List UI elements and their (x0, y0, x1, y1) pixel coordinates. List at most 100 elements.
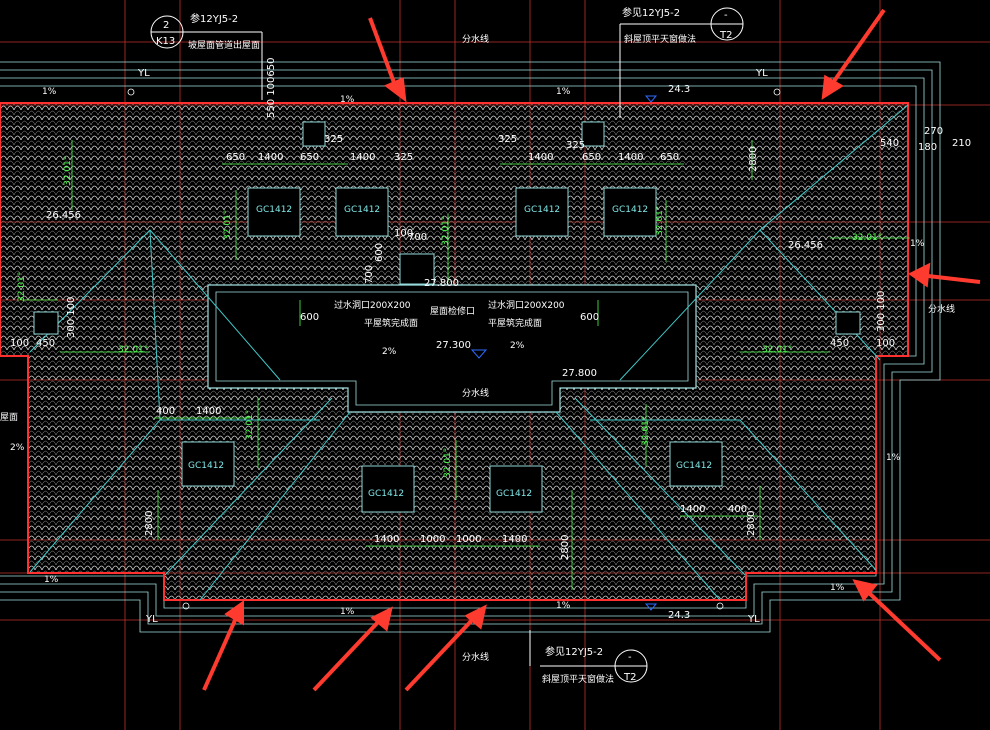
window-code: GC1412 (344, 205, 380, 215)
callout-ref-bottom: 参见12YJ5-2 (545, 645, 603, 658)
window-code: GC1412 (188, 461, 224, 471)
elevation-top: 24.3 (668, 84, 690, 95)
roof-slope-label: 32.01° (223, 210, 233, 240)
roof-slope-label: 32.01° (17, 272, 27, 302)
callout-desc-bottom: 斜屋顶平天窗做法 (542, 673, 614, 685)
dimension-text: 300 100 (876, 291, 887, 332)
dimension-text: 325 (324, 134, 343, 145)
callout-num-top-right: - (724, 10, 728, 21)
label-divide-line-top: 分水线 (462, 33, 489, 45)
callout-ref-top-left: 参12YJ5-2 (190, 12, 238, 25)
label-divide-line-center: 分水线 (462, 387, 489, 399)
dimension-text: 210 (952, 138, 971, 149)
window-code: GC1412 (524, 205, 560, 215)
label-side-roof: 屋面 (0, 412, 18, 423)
slope-1pct: 1% (830, 583, 845, 593)
dimension-text: 600 (300, 312, 319, 323)
side-vent (33, 311, 59, 335)
window-code: GC1412 (256, 205, 292, 215)
dimension-text: 540 (880, 138, 899, 149)
downpipe-symbols (127, 88, 781, 610)
central-flat-roof-inner (215, 291, 689, 406)
window-code: GC1412 (496, 489, 532, 499)
window-code: GC1412 (676, 461, 712, 471)
dimension-text: 1400 (196, 406, 221, 417)
elevation-markers (470, 95, 658, 611)
dimension-text: 270 (924, 126, 943, 137)
vent-pipe (302, 121, 326, 147)
slope-2pct: 2% (382, 347, 397, 357)
dimension-text: 300 100 (66, 297, 77, 338)
dimension-text: 325 (498, 134, 517, 145)
dimension-text: 325 (566, 140, 585, 151)
dimension-text: 400 (728, 504, 747, 515)
annotation-arrows (202, 8, 981, 692)
callout-code-top-right: T2 (719, 30, 732, 41)
dimension-text: 650 (300, 152, 319, 163)
roof-slope-label: 32.01° (762, 345, 792, 355)
callout-num-bottom: - (628, 652, 632, 663)
skylight-window (489, 465, 543, 513)
dimension-text: 600 (374, 243, 385, 262)
dimension-text: 2800 (746, 511, 757, 536)
skylight-window (181, 441, 235, 487)
callout-desc-top-left: 坡屋面管道出屋面 (188, 39, 260, 51)
elevation-center-right: 27.800 (562, 368, 597, 379)
slope-1pct: 1% (886, 453, 901, 463)
elevation-vertical-note: 550 100650 (266, 58, 277, 118)
skylight-window (603, 187, 657, 237)
skylight-window (335, 187, 389, 237)
callout-code-top-left: K13 (156, 36, 175, 47)
elevation-right-eave: 26.456 (788, 240, 823, 251)
label-yl-bottom-left: YL (145, 614, 158, 625)
label-yl-top-left: YL (137, 68, 150, 79)
dimension-text: 100 (394, 228, 413, 239)
roof-slope-label: 32.01° (852, 233, 882, 243)
dimension-text: 650 (660, 152, 679, 163)
dimension-text: 1400 (258, 152, 283, 163)
skylight-windows (33, 121, 861, 513)
dimension-text: 600 (580, 312, 599, 323)
roof-slope-label: 32.01° (63, 156, 73, 186)
label-flat-bottom-left: 平屋筑完成面 (364, 317, 418, 329)
dimension-text: 100 (876, 338, 895, 349)
vent-pipe (581, 121, 605, 147)
roof-slope-label: 32.01° (245, 410, 255, 440)
slope-1pct: 1% (340, 95, 355, 105)
callout-num-top-left: 2 (163, 20, 169, 31)
slope-1pct: 1% (556, 601, 571, 611)
dimension-text: 2800 (748, 147, 759, 172)
roof-slope-label: 32.01° (118, 345, 148, 355)
window-code: GC1412 (612, 205, 648, 215)
elevation-left-eave: 26.456 (46, 210, 81, 221)
slope-1pct: 1% (556, 87, 571, 97)
elevation-ridge-center: 27.800 (424, 278, 459, 289)
dimension-text: 1000 (420, 534, 445, 545)
label-yl-top-right: YL (755, 68, 768, 79)
label-overflow-left: 过水洞口200X200 (334, 299, 411, 311)
dimension-text: 325 (394, 152, 413, 163)
annotation-text: 参12YJ5-2 2 K13 坡屋面管道出屋面 参见12YJ5-2 - T2 斜… (0, 6, 971, 685)
label-flat-bottom-right: 平屋筑完成面 (488, 317, 542, 329)
label-yl-bottom-right: YL (747, 614, 760, 625)
dimension-text: 1400 (374, 534, 399, 545)
callout-code-bottom: T2 (623, 672, 636, 683)
label-divide-line-right: 分水线 (928, 303, 955, 315)
label-roof-inspection: 屋面检修口 (430, 305, 475, 317)
skylight-window (247, 187, 301, 237)
dimension-text: 700 (364, 265, 375, 284)
dimension-text: 650 (226, 152, 245, 163)
slope-1pct: 1% (42, 87, 57, 97)
callout-ref-top-right: 参见12YJ5-2 (622, 6, 680, 19)
dimension-text: 650 (582, 152, 601, 163)
slope-1pct: 1% (44, 575, 59, 585)
callout-desc-top-right: 斜屋顶平天窗做法 (624, 33, 696, 45)
dimension-text: 450 (830, 338, 849, 349)
roof-slope-label: 32.01° (641, 416, 651, 446)
roof-slope-label: 32.01° (443, 448, 453, 478)
roof-slope-label: 32.01° (655, 206, 665, 236)
dimension-text: 1000 (456, 534, 481, 545)
slope-1pct: 1% (910, 239, 925, 249)
